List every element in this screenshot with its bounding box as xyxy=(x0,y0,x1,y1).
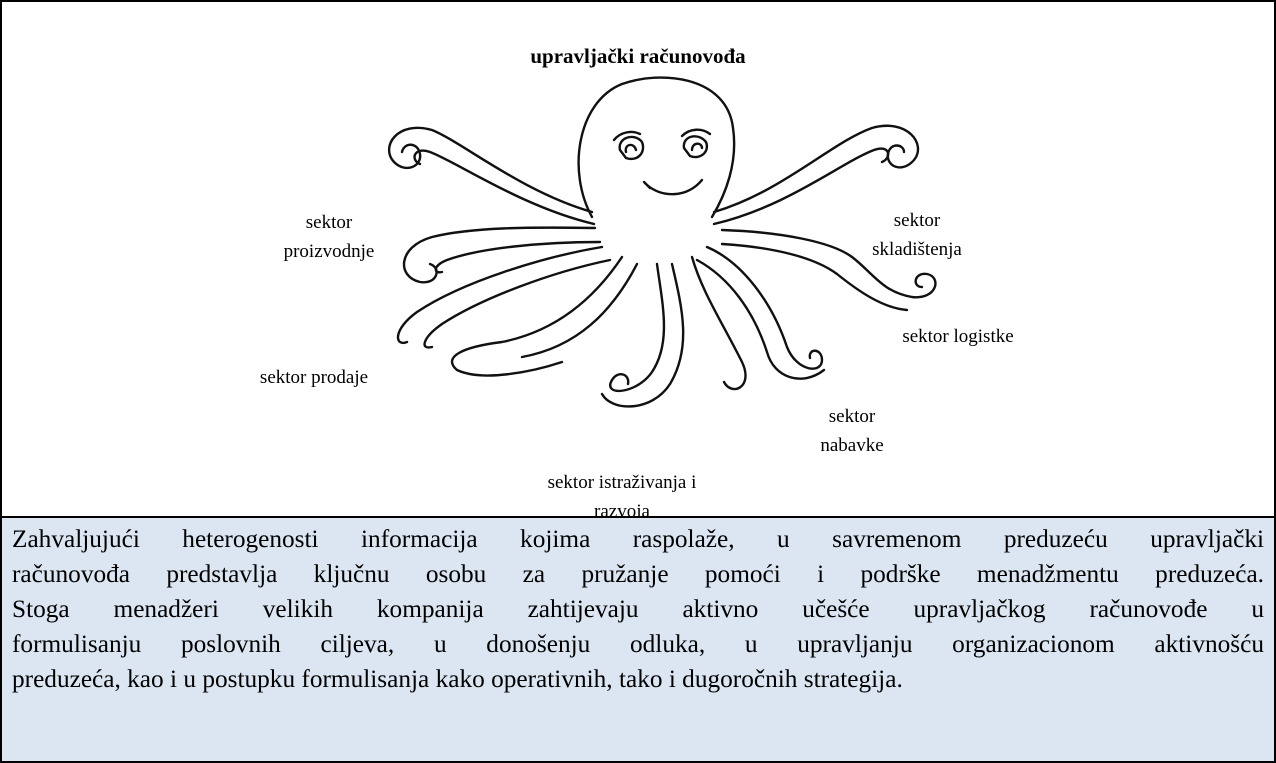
description-line: preduzeća, kao i u postupku formulisanja… xyxy=(12,662,1264,697)
description-line: formulisanju poslovnih ciljeva, u donoše… xyxy=(12,627,1264,662)
label-logistics: sektor logistke xyxy=(878,322,1038,351)
description-line: Zahvaljujući heterogenosti informacija k… xyxy=(12,522,1264,557)
description-box: Zahvaljujući heterogenosti informacija k… xyxy=(2,516,1274,761)
label-production: sektor proizvodnje xyxy=(264,208,394,266)
octopus-smile xyxy=(647,180,702,194)
arm-upper-right xyxy=(714,126,918,212)
description-line: računovođa predstavlja ključnu osobu za … xyxy=(12,557,1264,592)
label-sales: sektor prodaje xyxy=(234,363,394,392)
label-warehousing: sektor skladištenja xyxy=(847,206,987,264)
octopus-head xyxy=(579,78,735,217)
label-procurement: sektor nabavke xyxy=(802,402,902,460)
arm-upper-left xyxy=(389,128,592,212)
arm-logistics xyxy=(707,247,822,369)
octopus-eyes xyxy=(614,130,710,159)
octopus-diagram: upravljački računovođa xyxy=(2,2,1274,516)
description-line: Stoga menadžeri velikih kompanija zahtij… xyxy=(12,592,1264,627)
arm-procurement xyxy=(692,257,746,389)
arm-research xyxy=(610,264,664,391)
arm-lower-left xyxy=(452,257,622,375)
octopus-illustration xyxy=(2,2,1274,516)
